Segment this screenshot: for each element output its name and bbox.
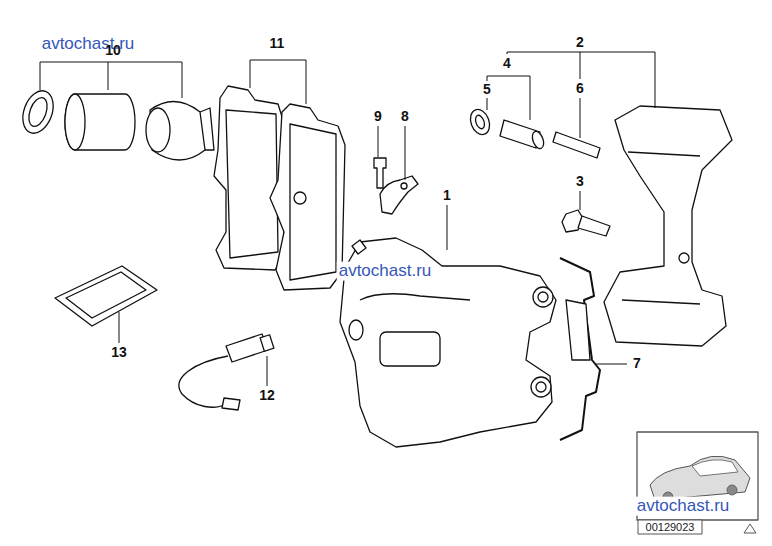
bleed-screw bbox=[374, 158, 386, 188]
sensor-wire bbox=[179, 356, 228, 407]
pad-lining bbox=[290, 124, 336, 280]
bracket-line bbox=[250, 60, 306, 104]
grease-packet bbox=[55, 266, 157, 326]
callout-number: 12 bbox=[259, 388, 275, 403]
callout-number: 7 bbox=[633, 356, 641, 371]
caliper-port bbox=[349, 320, 363, 340]
guide-bore bbox=[533, 287, 553, 307]
caliper-edge bbox=[360, 294, 470, 300]
leader-line bbox=[580, 98, 581, 138]
grease-packet-seal bbox=[66, 272, 146, 318]
leader-line bbox=[596, 364, 627, 365]
watermark: avtochast.ru bbox=[635, 497, 732, 516]
leader-lines bbox=[40, 52, 655, 386]
holder-clip bbox=[380, 176, 418, 214]
bolt-shank bbox=[578, 216, 610, 236]
sensor-connector bbox=[222, 398, 240, 410]
carrier-edge bbox=[622, 300, 700, 304]
bracket-line bbox=[487, 76, 530, 120]
leader-line bbox=[108, 62, 109, 90]
callout-number: 10 bbox=[105, 43, 121, 58]
guide-bore-inner bbox=[538, 292, 548, 302]
guide-boot bbox=[467, 107, 493, 138]
bleed-nipple bbox=[352, 240, 366, 254]
car-window bbox=[692, 460, 738, 476]
caliper-carrier bbox=[604, 106, 732, 346]
guide-bore-inner bbox=[536, 382, 546, 392]
callout-number: 1 bbox=[443, 188, 451, 203]
leader-line bbox=[378, 126, 379, 157]
leader-line bbox=[580, 191, 581, 210]
guide-bore bbox=[531, 377, 551, 397]
callout-number: 11 bbox=[270, 36, 285, 51]
car-wheel bbox=[727, 485, 737, 495]
callout-number: 4 bbox=[503, 56, 511, 71]
carrier-edge bbox=[628, 152, 700, 156]
leader-line bbox=[119, 312, 120, 343]
watermark: avtochast.ru bbox=[337, 262, 434, 281]
spring-clip-plate bbox=[566, 300, 590, 360]
seal-ring bbox=[17, 87, 58, 138]
callout-number: 13 bbox=[111, 345, 127, 360]
bracket-line bbox=[40, 62, 182, 98]
guide-pin bbox=[553, 132, 600, 158]
spring-clip bbox=[560, 258, 600, 440]
clip-hole bbox=[401, 183, 407, 189]
leader-line bbox=[267, 356, 268, 386]
piston-face bbox=[65, 94, 85, 150]
figure-number: 00129023 bbox=[646, 521, 695, 533]
guide-sleeve-end bbox=[530, 130, 546, 150]
leader-line bbox=[580, 52, 581, 79]
bracket-line bbox=[507, 52, 655, 108]
pad-hole bbox=[294, 192, 306, 204]
pad-lining bbox=[226, 110, 278, 258]
leader-line bbox=[405, 126, 406, 180]
sensor-tip bbox=[260, 335, 274, 351]
brake-pad bbox=[270, 104, 345, 290]
guide-boot-inner bbox=[474, 114, 486, 130]
seal-ring-inner bbox=[25, 95, 50, 129]
leader-line bbox=[487, 98, 488, 110]
callout-number: 6 bbox=[576, 81, 584, 96]
leader-line bbox=[447, 205, 448, 250]
watermark: avtochast.ru bbox=[40, 35, 137, 54]
figure-number-box bbox=[638, 520, 702, 534]
callout-number: 2 bbox=[576, 35, 584, 50]
callout-number: 8 bbox=[401, 109, 409, 124]
callout-number: 9 bbox=[374, 109, 382, 124]
carrier-hole bbox=[679, 253, 689, 263]
caliper-window bbox=[380, 332, 440, 366]
callout-number: 3 bbox=[576, 174, 584, 189]
piston bbox=[65, 94, 135, 150]
callout-number: 5 bbox=[483, 82, 491, 97]
dust-boot-rim bbox=[146, 108, 170, 152]
dust-boot-lip bbox=[200, 108, 214, 150]
corner-mark bbox=[744, 524, 756, 533]
brake-pad bbox=[214, 86, 284, 270]
